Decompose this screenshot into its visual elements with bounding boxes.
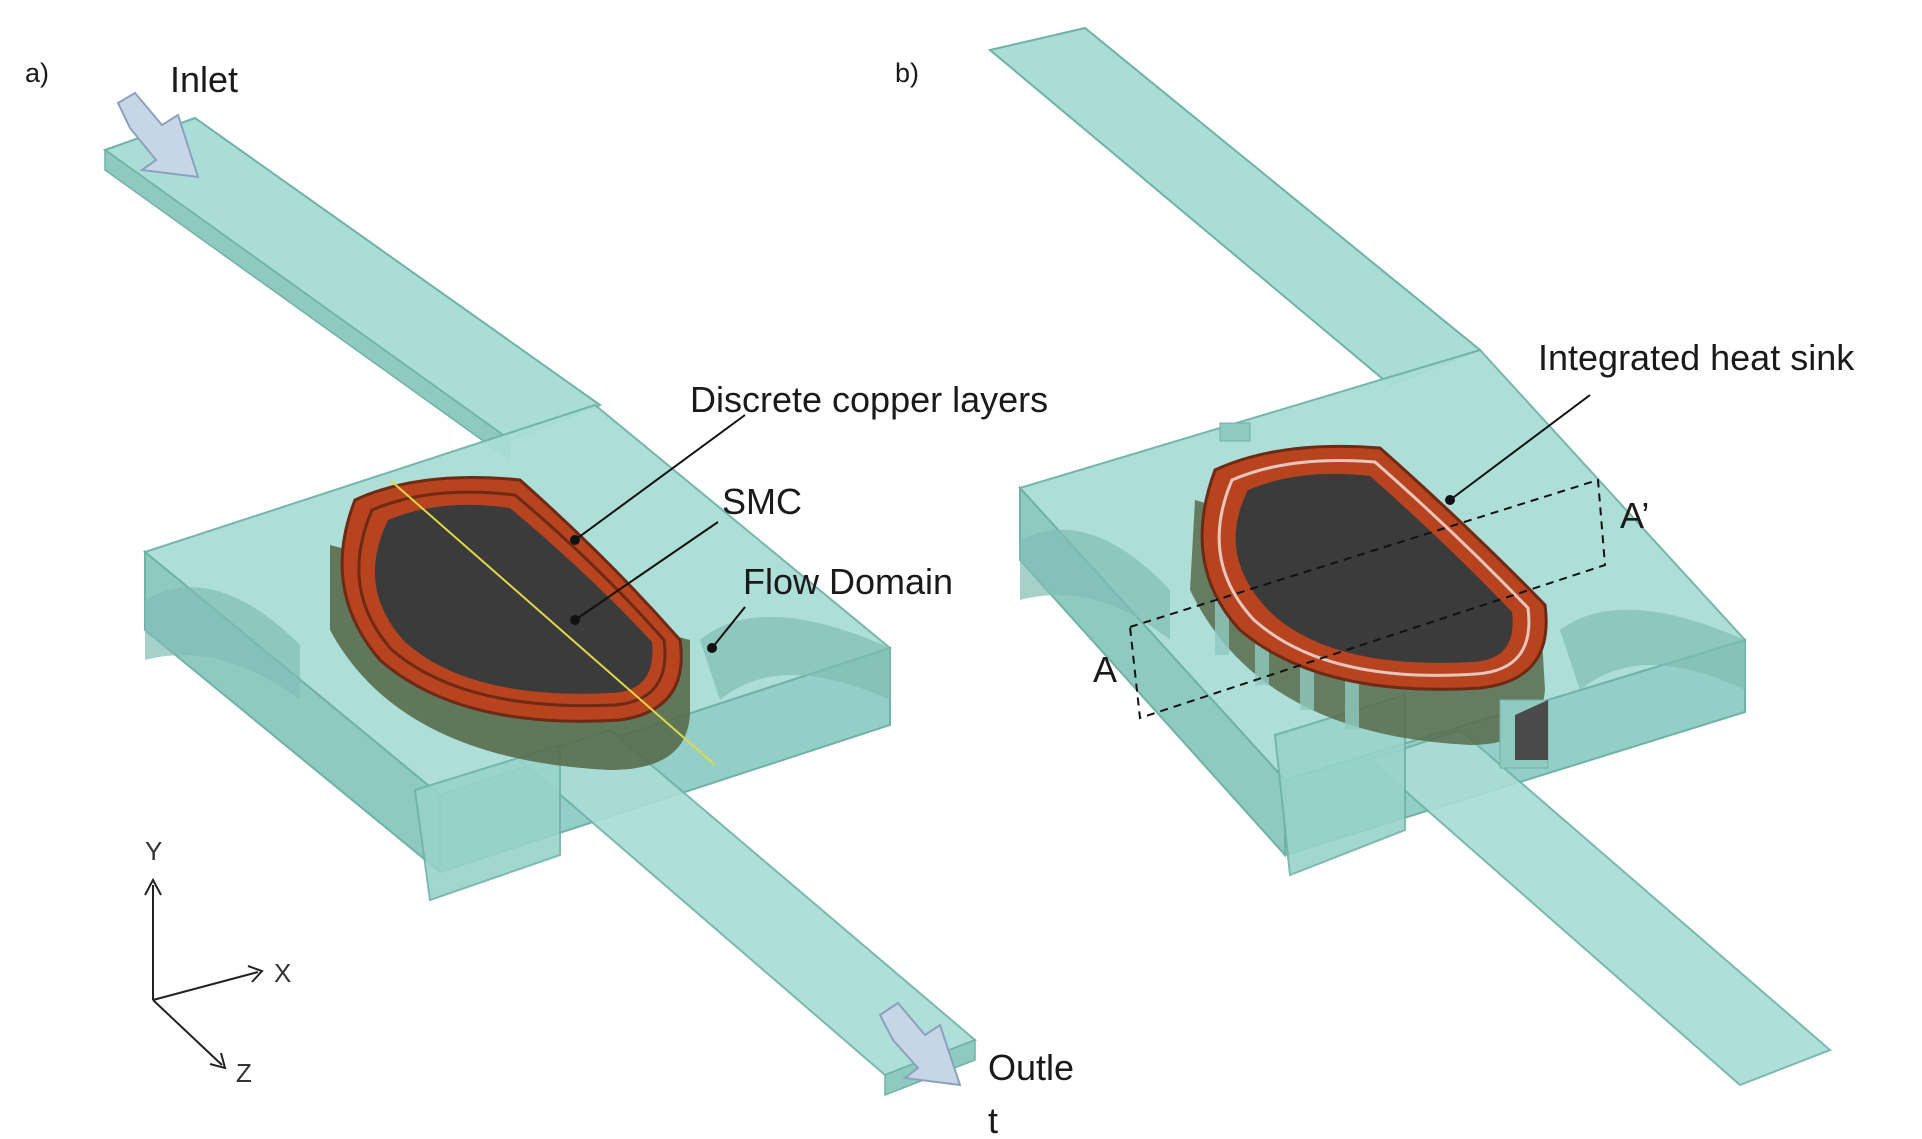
heat-sink-label: Integrated heat sink bbox=[1538, 337, 1855, 378]
z-axis-arrowhead bbox=[209, 1052, 227, 1070]
heat-sink-leader-dot bbox=[1445, 495, 1455, 505]
flow-domain-label: Flow Domain bbox=[743, 561, 953, 602]
plate-cutout-left bbox=[145, 587, 300, 700]
panel-a-tag: a) bbox=[25, 58, 49, 88]
section-plane-outline bbox=[1128, 478, 1607, 720]
y-axis-arrowhead bbox=[144, 877, 162, 896]
x-axis-arrowhead bbox=[247, 965, 264, 983]
z-axis-line bbox=[152, 999, 223, 1066]
terminal-block-1 bbox=[1219, 422, 1251, 442]
axis-y-label: Y bbox=[145, 836, 162, 866]
panel-b-model bbox=[987, 26, 1832, 1087]
plate-cutout-right bbox=[700, 616, 890, 700]
outlet-arrow-icon bbox=[878, 1001, 962, 1087]
axis-z-label: Z bbox=[236, 1058, 252, 1088]
terminal-block-2-face bbox=[1515, 700, 1548, 760]
smc-core-b bbox=[1235, 473, 1513, 663]
axis-x-label: X bbox=[274, 958, 291, 988]
heat-sink-ring-b bbox=[1217, 458, 1531, 677]
outlet-channel-b bbox=[1368, 728, 1832, 1087]
plate-b-cutout-right bbox=[1560, 609, 1745, 690]
copper-leader-line bbox=[574, 414, 746, 541]
axes-triad bbox=[144, 877, 264, 1070]
outlet-label-line1: Outle bbox=[988, 1047, 1074, 1088]
copper-label: Discrete copper layers bbox=[690, 379, 1048, 420]
heat-sink-leader-line bbox=[1449, 394, 1591, 501]
copper-inner-ring bbox=[357, 490, 667, 708]
smc-label: SMC bbox=[722, 481, 802, 522]
x-axis-line bbox=[152, 971, 259, 1001]
section-line-a bbox=[389, 479, 716, 766]
section-label-a-prime: A’ bbox=[1620, 495, 1649, 536]
copper-leader-dot bbox=[570, 535, 580, 545]
panel-a-model bbox=[102, 116, 977, 1097]
flow-leader-dot bbox=[707, 643, 717, 653]
outlet-label-line2: t bbox=[988, 1100, 998, 1139]
inlet-label: Inlet bbox=[170, 59, 238, 100]
flow-leader-line bbox=[711, 606, 746, 649]
smc-leader-line bbox=[574, 521, 719, 621]
lower-plate bbox=[413, 743, 561, 902]
section-label-a: A bbox=[1093, 649, 1117, 690]
inlet-arrow-icon bbox=[116, 91, 200, 179]
smc-core bbox=[374, 504, 653, 694]
panel-b-tag: b) bbox=[895, 58, 919, 88]
plate-b-cutout-left bbox=[1020, 529, 1170, 640]
smc-leader-dot bbox=[570, 615, 580, 625]
inlet-channel-b bbox=[987, 26, 1482, 387]
